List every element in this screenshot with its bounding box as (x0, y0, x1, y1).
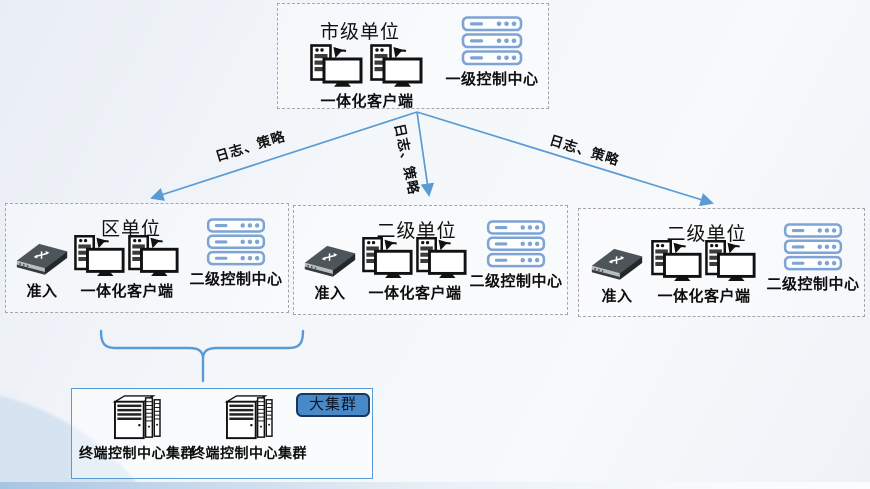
secondary-unit-1-title: 二级单位 (376, 221, 457, 242)
rack-cluster-icon (112, 395, 161, 440)
city-server-group: 一级控制中心 (440, 16, 544, 89)
secondary1-clients-group: 一体化客户端 (356, 236, 474, 303)
cluster-box: 终端控制中心集群 (71, 388, 373, 479)
client-icon (128, 235, 179, 277)
secondary2-access-label: 准入 (601, 288, 633, 305)
access-switch-icon (16, 243, 68, 275)
secondary2-access-group: 准入 (587, 241, 647, 306)
client-icon (310, 44, 363, 87)
city-clients-group: 一体化客户端 (294, 44, 440, 111)
secondary1-access-group: 准入 (300, 238, 360, 303)
cluster-rack-group-1: 终端控制中心集群 (76, 395, 198, 463)
big-cluster-badge: 大集群 (295, 393, 370, 417)
client-icon (651, 240, 702, 282)
secondary2-server-group: 二级控制中心 (763, 223, 863, 294)
client-icon (362, 237, 413, 279)
cluster-rack-label-1: 终端控制中心集群 (79, 445, 195, 461)
district-clients-label: 一体化客户端 (80, 283, 174, 300)
secondary2-clients-label: 一体化客户端 (657, 288, 751, 305)
client-icon (705, 240, 756, 282)
edge-label-middle: 日志、策略 (391, 122, 422, 197)
server-stack-icon (783, 223, 843, 271)
secondary1-server-label: 二级控制中心 (469, 273, 563, 290)
secondary-unit-2-title: 二级单位 (666, 224, 747, 245)
edge-label-right: 日志、策略 (547, 132, 622, 169)
cluster-rack-label-2: 终端控制中心集群 (191, 445, 307, 461)
city-unit-box: 市级单位 (277, 3, 549, 111)
district-unit-title: 区单位 (100, 219, 161, 240)
client-icon (416, 237, 467, 279)
district-server-group: 二级控制中心 (186, 218, 286, 289)
client-icon (370, 44, 423, 87)
city-unit-title: 市级单位 (320, 22, 401, 43)
secondary2-clients-group: 一体化客户端 (645, 239, 763, 306)
district-access-label: 准入 (26, 283, 58, 300)
server-stack-icon (486, 220, 546, 268)
city-clients-label: 一体化客户端 (320, 93, 414, 110)
secondary1-access-label: 准入 (314, 285, 346, 302)
access-switch-icon (304, 245, 356, 277)
secondary-unit-2-box: 二级单位 准入 (578, 208, 865, 317)
server-stack-icon (461, 16, 523, 66)
secondary1-clients-label: 一体化客户端 (368, 285, 462, 302)
brace (99, 329, 305, 358)
edge-label-left: 日志、策略 (213, 128, 288, 165)
rack-cluster-icon (224, 395, 273, 440)
secondary-unit-1-box: 二级单位 准入 (293, 205, 568, 315)
secondary2-server-label: 二级控制中心 (766, 276, 860, 293)
district-server-label: 二级控制中心 (189, 271, 283, 288)
server-stack-icon (206, 218, 266, 266)
access-switch-icon (591, 248, 643, 280)
client-icon (74, 235, 125, 277)
city-server-label: 一级控制中心 (445, 71, 539, 88)
slide-bottom-strip (0, 482, 870, 489)
edge-city-to-secondary2 (416, 111, 714, 207)
secondary1-server-group: 二级控制中心 (466, 220, 566, 291)
district-access-group: 准入 (12, 236, 72, 301)
district-unit-box: 区单位 准入 (5, 203, 289, 313)
cluster-rack-group-2: 终端控制中心集群 (188, 395, 310, 463)
district-clients-group: 一体化客户端 (68, 234, 186, 301)
